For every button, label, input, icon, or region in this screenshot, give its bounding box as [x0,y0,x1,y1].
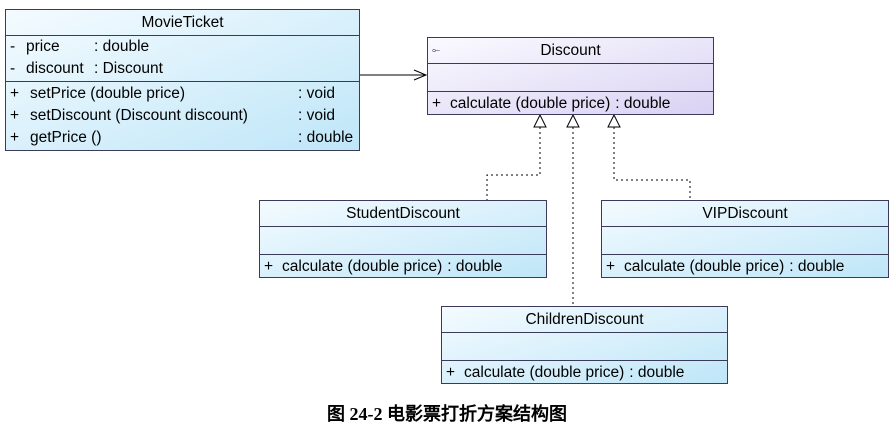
visibility: - [10,60,16,77]
class-childrendiscount[interactable]: ChildrenDiscount + calculate (double pric… [441,306,728,384]
op-type: : void [298,107,336,124]
realization-student [486,127,541,200]
attr-name: discount [26,60,84,77]
class-header: ⟜ Discount [428,38,713,64]
realization-triangle [533,113,547,128]
visibility: + [606,258,616,275]
operation-row: + calculate (double price): double [606,256,884,278]
op-name: setPrice (double price) [30,85,186,102]
op-type: : double [629,364,685,381]
attr-type: : double [94,38,150,55]
op-type: : double [298,129,354,146]
interface-icon: ⟜ [432,45,440,56]
operation-row: + calculate (double price): double [264,256,542,278]
op-name: calculate (double price) [282,258,443,275]
association-arrow [359,69,428,81]
visibility: - [10,38,16,55]
class-vipdiscount[interactable]: VIPDiscount + calculate (double price): d… [601,200,889,278]
attributes: -price : double -discount : Discount [6,36,359,82]
attr-name: price [26,38,60,55]
class-name: StudentDiscount [260,201,546,227]
visibility: + [432,95,442,112]
operation-row: + setPrice (double price) : void [10,83,355,105]
operations: + setPrice (double price) : void + setDisco… [6,82,359,150]
op-name: calculate (double price) [450,95,611,112]
class-studentdiscount[interactable]: StudentDiscount + calculate (double price… [259,200,547,278]
class-discount[interactable]: ⟜ Discount + calculate (double price): dou… [427,37,714,115]
attributes [260,227,546,255]
operation-row: + setDiscount (Discount discount) : void [10,105,355,127]
attr-type: : Discount [94,60,163,77]
operations: + calculate (double price): double [260,255,546,279]
operation-row: + calculate (double price): double [446,362,723,384]
class-name: ChildrenDiscount [442,307,727,333]
op-type: : void [298,85,336,102]
attributes [428,64,713,92]
attributes [602,227,888,255]
visibility: + [10,107,20,124]
operation-row: + getPrice () : double [10,127,355,149]
realization-triangle [607,113,621,128]
visibility: + [446,364,456,381]
operations: + calculate (double price): double [428,92,713,116]
op-type: : double [789,258,845,275]
operations: + calculate (double price): double [602,255,888,279]
op-name: getPrice () [30,129,102,146]
figure-caption: 图 24-2 电影票打折方案结构图 [327,404,567,424]
op-name: calculate (double price) [624,258,785,275]
attribute-row: -price : double [10,36,355,58]
op-type: : double [447,258,503,275]
realization-vip [613,127,691,200]
visibility: + [264,258,274,275]
attribute-row: -discount : Discount [10,58,355,80]
class-name: MovieTicket [6,10,359,36]
visibility: + [10,85,20,102]
visibility: + [10,129,20,146]
operation-row: + calculate (double price): double [432,93,709,115]
op-name: calculate (double price) [464,364,625,381]
class-name: VIPDiscount [602,201,888,227]
attributes [442,333,727,361]
class-name: Discount [540,42,601,59]
realization-triangle [566,113,580,128]
op-type: : double [615,95,671,112]
operations: + calculate (double price): double [442,361,727,385]
class-movieticket[interactable]: MovieTicket -price : double -discount : Di… [5,9,360,151]
op-name: setDiscount (Discount discount) [30,107,248,124]
